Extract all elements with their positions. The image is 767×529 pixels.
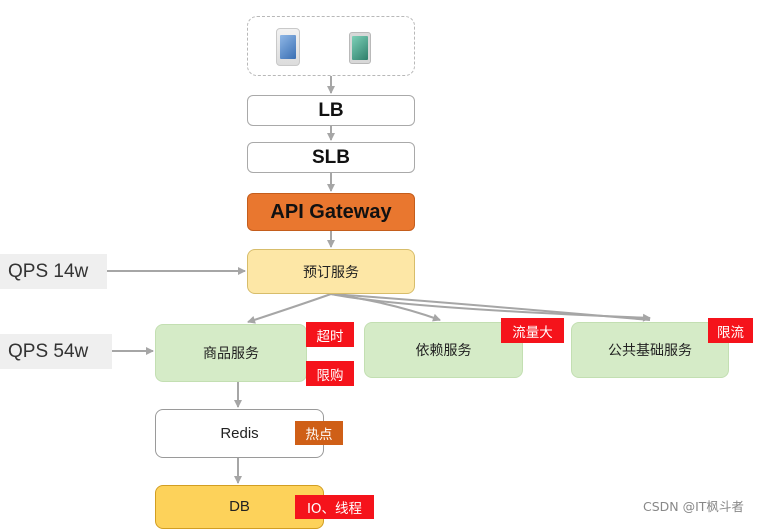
client-devices-box (247, 16, 415, 76)
arrow-booking-to-base-2 (330, 293, 651, 321)
api-gateway-node: API Gateway (247, 193, 415, 231)
tag-rate-limit: 限流 (708, 318, 753, 343)
base-service-node: 公共基础服务 (571, 322, 729, 378)
android-phone-icon (349, 32, 371, 64)
booking-service-node: 预订服务 (247, 249, 415, 294)
goods-service-label: 商品服务 (203, 346, 259, 362)
tag-big-flow: 流量大 (501, 318, 564, 343)
tag-hotspot: 热点 (295, 421, 343, 445)
lb-label: LB (318, 99, 344, 121)
slb-label: SLB (312, 146, 350, 168)
iphone-icon (276, 28, 300, 66)
dependency-service-label: 依赖服务 (415, 343, 472, 359)
redis-node: Redis (155, 409, 324, 458)
dependency-service-node: 依赖服务 (364, 322, 523, 378)
tag-io-thread: IO、线程 (295, 495, 374, 519)
goods-service-node: 商品服务 (155, 324, 307, 382)
db-label: DB (229, 497, 250, 515)
qps-booking-label: QPS 14w (0, 254, 107, 289)
slb-node: SLB (247, 142, 415, 173)
lb-node: LB (247, 95, 415, 126)
booking-service-label: 预订服务 (303, 264, 359, 281)
api-gateway-label: API Gateway (270, 200, 392, 223)
tag-timeout: 超时 (306, 322, 354, 347)
base-service-label: 公共基础服务 (608, 343, 692, 359)
qps-goods-label: QPS 54w (0, 334, 112, 369)
redis-label: Redis (220, 425, 259, 442)
arrow-booking-to-goods (247, 293, 332, 324)
tag-limit-buy: 限购 (306, 361, 354, 386)
watermark: CSDN @IT枫斗者 (643, 499, 744, 514)
